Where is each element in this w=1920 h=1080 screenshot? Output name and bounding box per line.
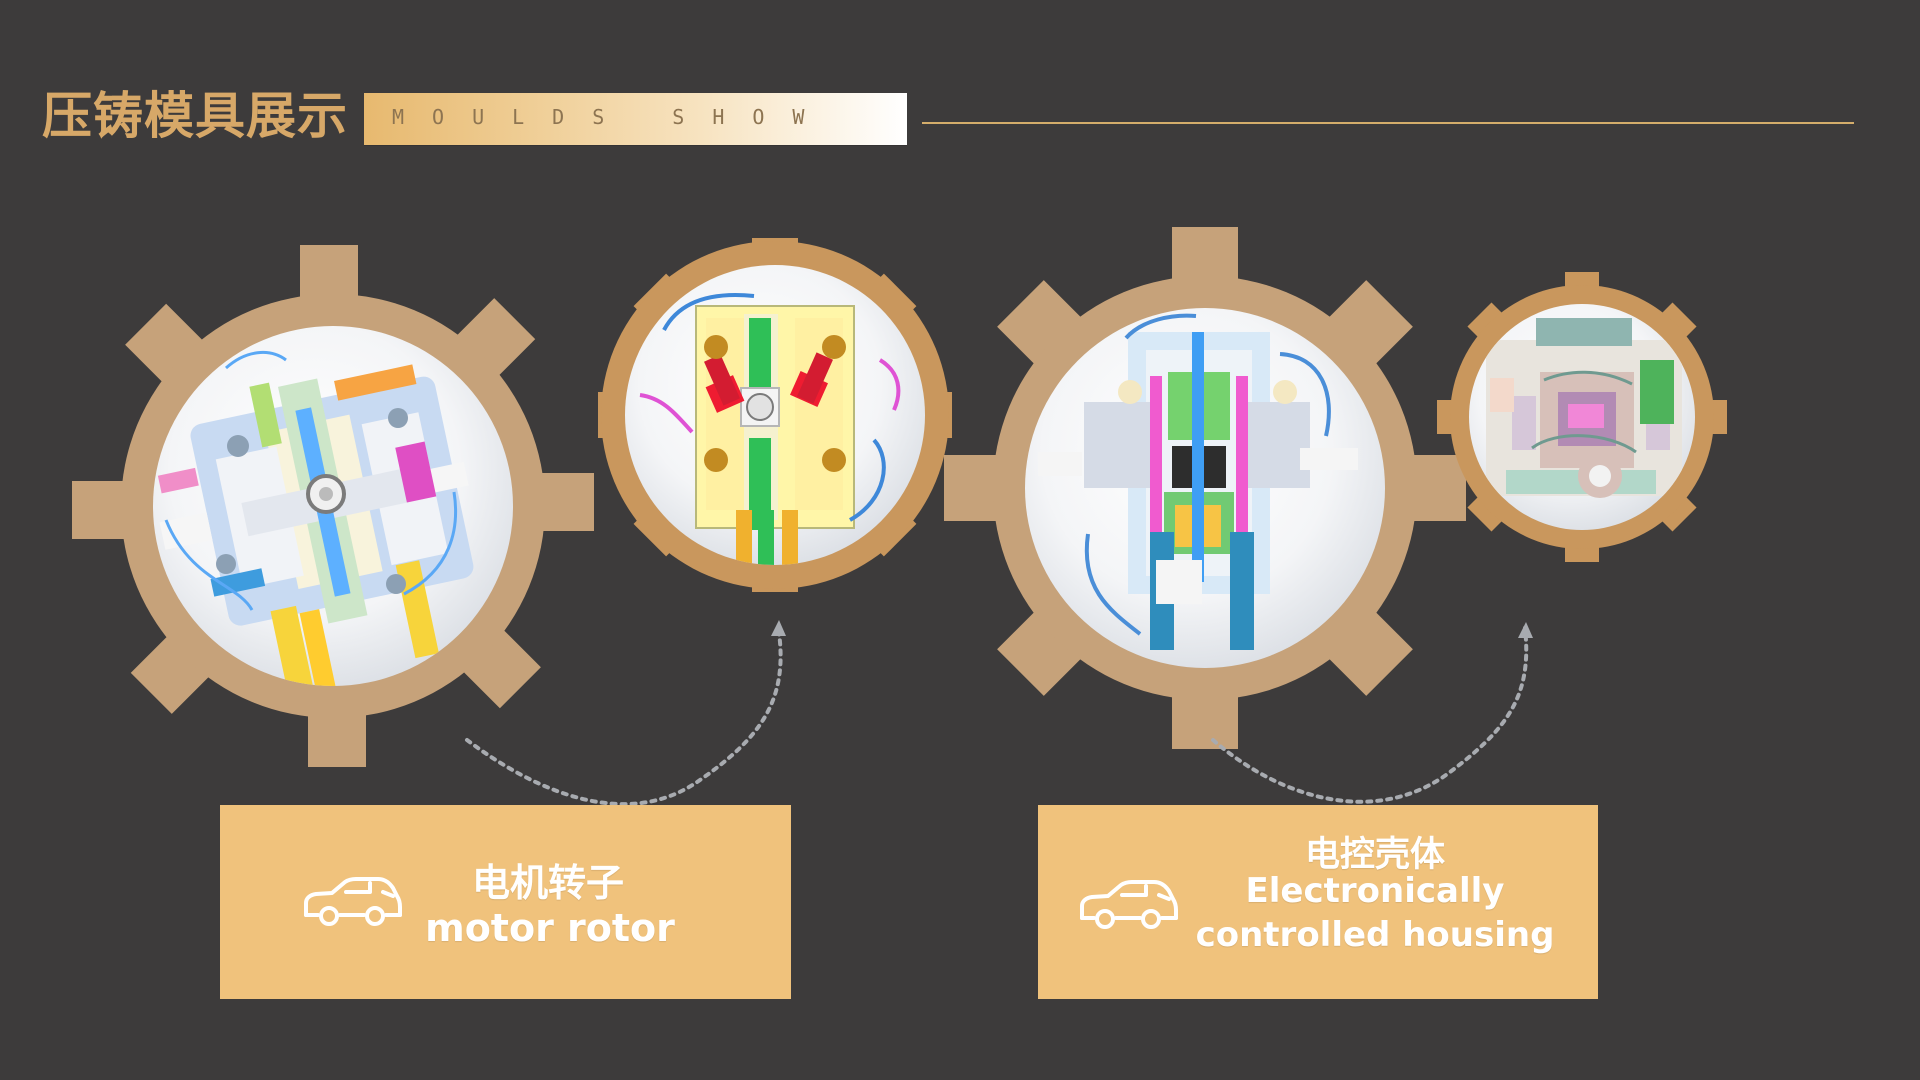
caption-en-controlled-housing-line-1: Electronically [1245, 871, 1505, 911]
caption-box-controlled-housing [1038, 805, 1598, 999]
header-rule [922, 122, 1854, 124]
caption-en-motor-rotor: motor rotor [425, 906, 675, 950]
gear-4 [1437, 272, 1727, 562]
title-cn: 压铸模具展示 [42, 87, 348, 145]
caption-cn-controlled-housing: 电控壳体 [1304, 835, 1445, 875]
car-icon [304, 877, 402, 926]
car-icon [1080, 880, 1178, 929]
dotted-arrow-2 [1211, 622, 1533, 804]
dotted-arrow-1 [465, 620, 786, 807]
caption-cn-motor-rotor: 电机转子 [471, 861, 624, 905]
gear-3 [944, 227, 1466, 749]
gear-1 [72, 245, 594, 767]
gear-2 [598, 238, 952, 592]
title-en: MOULDS SHOW [392, 105, 833, 129]
caption-en-controlled-housing-line-2: controlled housing [1195, 915, 1555, 955]
title-band [364, 93, 907, 145]
caption-box-motor-rotor [220, 805, 791, 999]
